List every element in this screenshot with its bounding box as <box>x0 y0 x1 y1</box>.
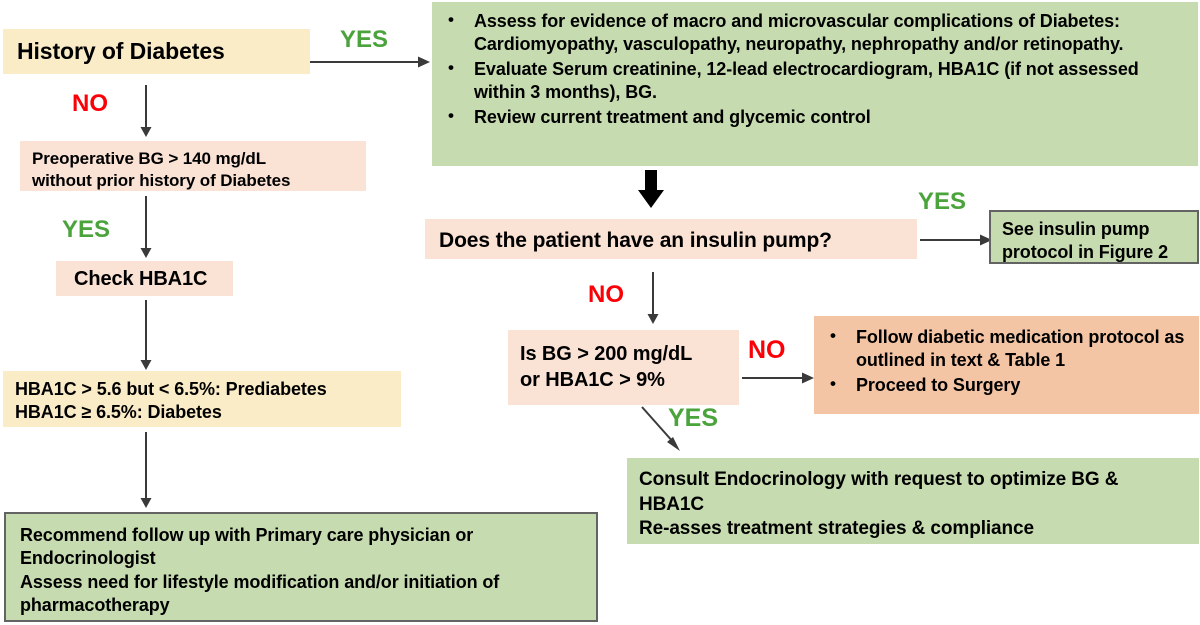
arrow-pump-to-bg-question <box>647 272 659 324</box>
node-diabetic-medication: Follow diabetic medication protocol as o… <box>814 316 1199 414</box>
node-assess-complications: Assess for evidence of macro and microva… <box>432 2 1198 166</box>
recommend-line3: Assess need for lifestyle modification a… <box>20 571 500 592</box>
arrow-assess-to-pump-question <box>638 170 664 208</box>
edge-label-bg-no: NO <box>748 336 786 364</box>
node-insulin-pump-protocol: See insulin pump protocol in Figure 2 <box>989 210 1199 264</box>
node-hba1c-result: HBA1C > 5.6 but < 6.5%: Prediabetes HBA1… <box>3 371 401 427</box>
recommend-line1: Recommend follow up with Primary care ph… <box>20 525 474 545</box>
node-preop-bg: Preoperative BG > 140 mg/dL without prio… <box>20 141 366 191</box>
preop-bg-line1: Preoperative BG > 140 mg/dL <box>32 149 266 168</box>
insulin-pump-question-text: Does the patient have an insulin pump? <box>439 229 832 252</box>
arrow-history-to-assess <box>310 56 430 68</box>
node-recommend-followup: Recommend follow up with Primary care ph… <box>4 512 598 622</box>
hba1c-result-line2: HBA1C ≥ 6.5%: Diabetes <box>15 402 222 423</box>
insulin-pump-protocol-line2: protocol in Figure 2 <box>1002 242 1169 263</box>
edge-label-pump-no: NO <box>588 281 624 308</box>
history-of-diabetes-text: History of Diabetes <box>17 38 225 64</box>
bg-hba1c-line2: or HBA1C > 9% <box>520 369 665 391</box>
node-bg-hba1c-question: Is BG > 200 mg/dL or HBA1C > 9% <box>508 330 739 405</box>
consult-line3: Re-asses treatment strategies & complian… <box>639 518 1034 540</box>
preop-bg-line2: without prior history of Diabetes <box>32 171 291 191</box>
node-consult-endocrinology: Consult Endocrinology with request to op… <box>627 458 1199 544</box>
edge-label-preop-yes: YES <box>62 216 111 243</box>
check-hba1c-text: Check HBA1C <box>74 268 208 290</box>
arrow-bg-to-medication <box>742 372 814 384</box>
consult-line2: HBA1C <box>639 493 704 515</box>
diabetic-medication-list: Follow diabetic medication protocol as o… <box>824 325 1189 397</box>
arrow-history-to-preop <box>140 85 152 137</box>
node-insulin-pump-question: Does the patient have an insulin pump? <box>425 219 917 259</box>
arrow-preop-to-check <box>140 196 152 258</box>
consult-line1: Consult Endocrinology with request to op… <box>639 469 1119 490</box>
medication-bullet-1: Follow diabetic medication protocol as o… <box>824 325 1189 373</box>
insulin-pump-protocol-line1: See insulin pump <box>1002 219 1150 239</box>
assess-bullet-2: Evaluate Serum creatinine, 12-lead elect… <box>442 57 1188 105</box>
edge-label-history-no: NO <box>72 90 108 117</box>
edge-label-history-yes: YES <box>340 26 389 53</box>
node-history-of-diabetes: History of Diabetes <box>3 29 310 74</box>
recommend-line4: pharmacotherapy <box>20 595 170 616</box>
assess-complications-list: Assess for evidence of macro and microva… <box>442 9 1188 129</box>
arrow-pump-to-protocol <box>920 234 992 246</box>
bg-hba1c-line1: Is BG > 200 mg/dL <box>520 343 693 365</box>
hba1c-result-line1: HBA1C > 5.6 but < 6.5%: Prediabetes <box>15 379 327 399</box>
edge-label-bg-yes: YES <box>668 404 719 432</box>
arrow-check-to-result <box>140 300 152 370</box>
node-check-hba1c: Check HBA1C <box>56 261 233 296</box>
assess-bullet-3: Review current treatment and glycemic co… <box>442 105 1188 129</box>
recommend-line2: Endocrinologist <box>20 548 156 569</box>
medication-bullet-2: Proceed to Surgery <box>824 373 1189 397</box>
edge-label-pump-yes: YES <box>918 188 967 215</box>
assess-bullet-1: Assess for evidence of macro and microva… <box>442 9 1188 57</box>
arrow-result-to-recommend <box>140 432 152 508</box>
